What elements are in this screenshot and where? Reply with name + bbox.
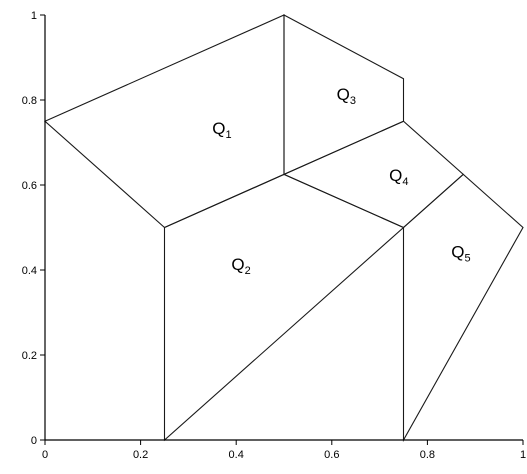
- region-label-q3: Q3: [337, 85, 356, 107]
- region-label-q1: Q1: [212, 119, 231, 141]
- region-label-subscript: 1: [226, 129, 232, 141]
- x-tick-label: 0.4: [229, 449, 244, 461]
- region-q2-outline: [163, 173, 405, 442]
- region-label-base: Q: [389, 166, 402, 185]
- region-label-subscript: 5: [465, 252, 471, 264]
- x-tick-label: 0: [42, 449, 48, 461]
- region-q4-outline: [282, 120, 465, 229]
- y-tick-label: 0.6: [22, 180, 37, 192]
- y-tick-label: 0: [31, 435, 37, 447]
- y-tick-label: 1: [31, 10, 37, 22]
- region-label-base: Q: [212, 119, 225, 138]
- region-label-base: Q: [337, 85, 350, 104]
- region-label-q5: Q5: [451, 242, 470, 264]
- x-tick-label: 0.6: [324, 449, 339, 461]
- region-edges: [43, 14, 524, 443]
- region-q1-outline: [43, 14, 285, 229]
- region-label-subscript: 4: [402, 176, 408, 188]
- x-tick-label: 0.8: [420, 449, 435, 461]
- x-ticks: 0 0.2 0.4 0.6 0.8 1: [42, 440, 526, 461]
- region-label-subscript: 3: [350, 95, 356, 107]
- region-label-base: Q: [231, 255, 244, 274]
- region-q5-outline: [402, 173, 524, 443]
- region-label-q4: Q4: [389, 166, 408, 188]
- x-tick-label: 0.2: [133, 449, 148, 461]
- y-tick-label: 0.4: [22, 265, 37, 277]
- y-tick-label: 0.8: [22, 95, 37, 107]
- y-ticks: 0 0.2 0.4 0.6 0.8 1: [22, 10, 45, 447]
- region-label-subscript: 2: [245, 265, 251, 277]
- y-tick-label: 0.2: [22, 350, 37, 362]
- region-label-q2: Q2: [231, 255, 250, 277]
- x-tick-label: 1: [520, 449, 526, 461]
- region-label-base: Q: [451, 242, 464, 261]
